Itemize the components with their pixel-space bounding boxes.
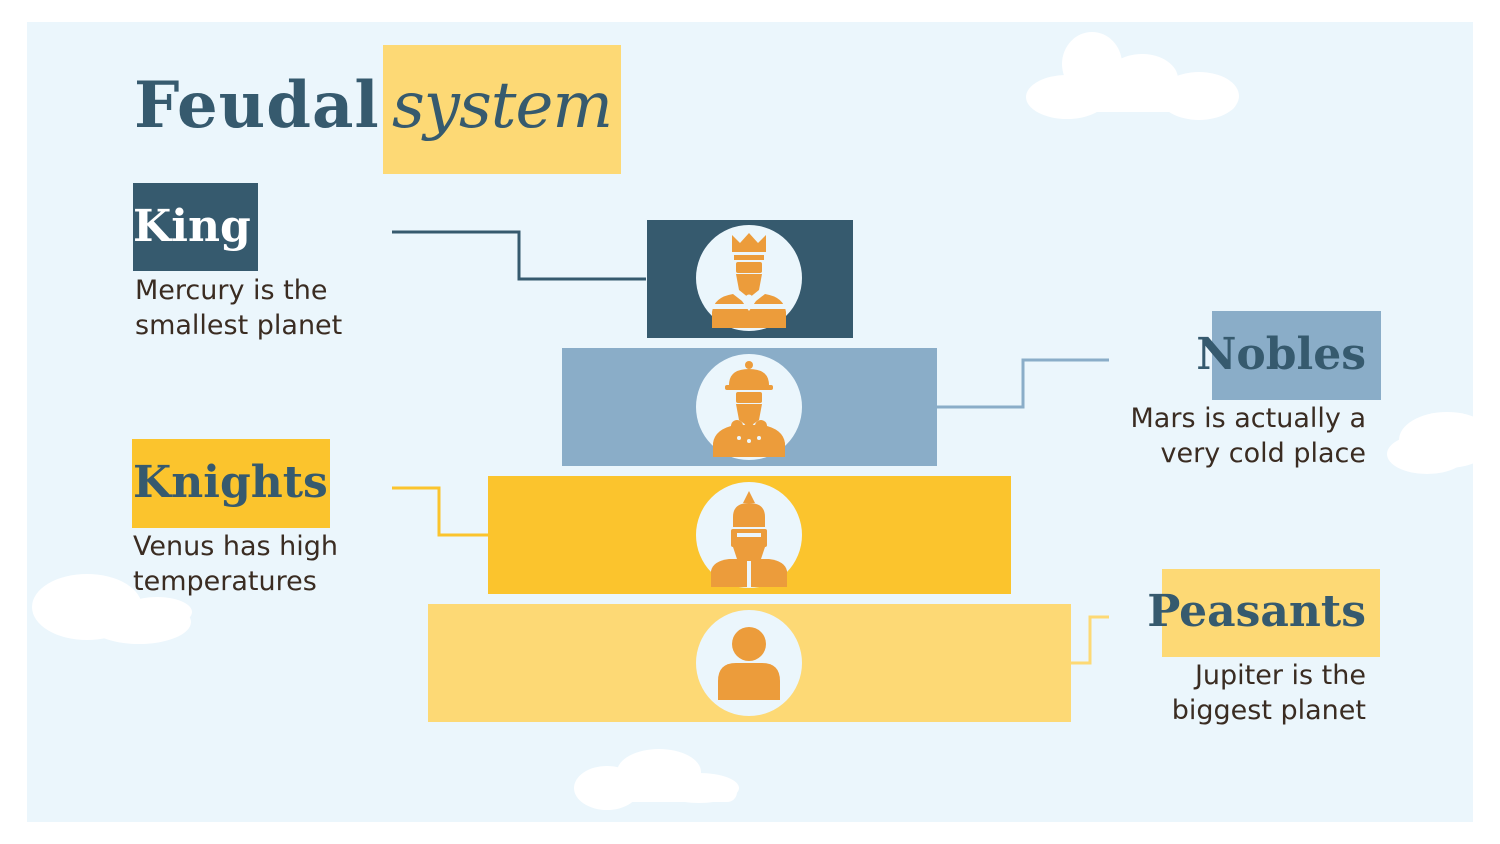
knights-description-line2: temperatures	[133, 566, 317, 597]
cloud-left	[32, 574, 192, 644]
title-highlight	[383, 45, 621, 174]
peasant-icon	[718, 627, 780, 700]
nobles-description-line2: very cold place	[1160, 438, 1366, 469]
knights-connector	[392, 486, 488, 537]
king-label-box	[133, 183, 258, 271]
cloud-bottom	[574, 749, 739, 810]
nobles-label: Nobles	[1196, 329, 1366, 380]
peasants-connector	[1071, 615, 1109, 665]
slide	[27, 22, 1473, 822]
title-primary: Feudal	[134, 68, 380, 143]
knights-description-line1: Venus has high	[133, 531, 339, 562]
noble-icon	[713, 361, 785, 457]
knights-label: Knights	[133, 457, 328, 508]
knights-label-box	[132, 439, 330, 528]
peasants-label-box	[1162, 569, 1380, 657]
nobles-label-box	[1212, 311, 1381, 400]
nobles-description-line1: Mars is actually a	[1130, 403, 1367, 434]
king-description-line1: Mercury is the	[135, 275, 328, 306]
king-label: King	[133, 201, 251, 252]
king-description-line2: smallest planet	[135, 310, 343, 341]
cloud-top-right	[1026, 32, 1239, 120]
peasants-description-line1: Jupiter is the	[1194, 660, 1366, 691]
peasants-label: Peasants	[1147, 586, 1366, 637]
king-icon	[712, 233, 786, 328]
cloud-right-edge	[1387, 412, 1473, 474]
nobles-connector	[937, 358, 1109, 409]
peasants-description-line2: biggest planet	[1171, 695, 1366, 726]
king-connector	[392, 230, 646, 281]
diagram-graphics	[27, 22, 1473, 822]
knight-icon	[711, 491, 787, 587]
title-highlighted: system	[391, 69, 613, 143]
